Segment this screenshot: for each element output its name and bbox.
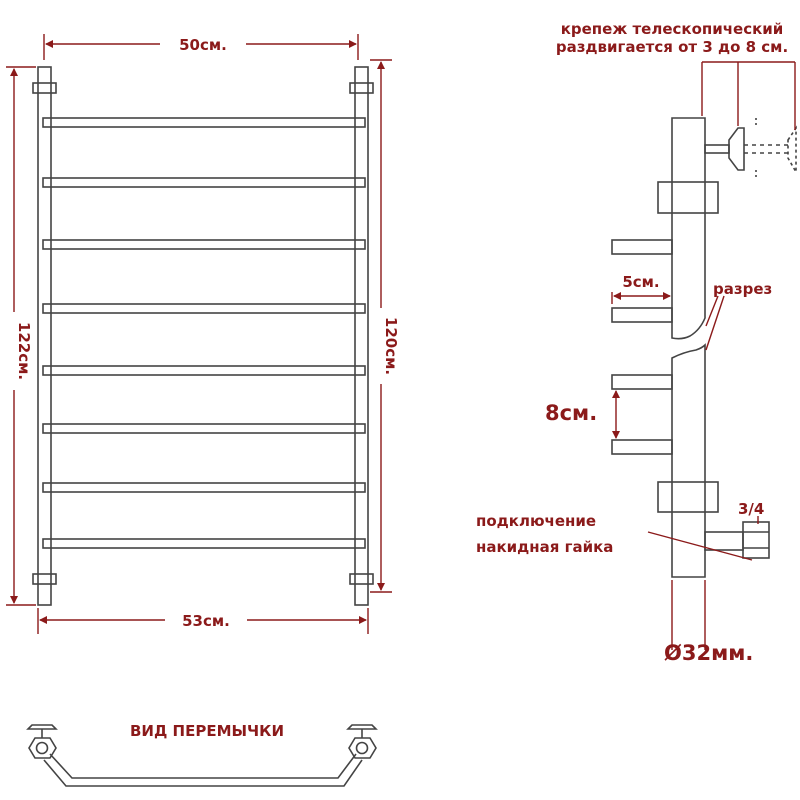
bracket-bottom-left	[32, 573, 57, 585]
rung-stub	[611, 307, 673, 323]
connection-label-line2: накидная гайка	[476, 538, 613, 556]
bridge-view	[26, 724, 378, 787]
rungs	[42, 117, 366, 549]
rung	[42, 303, 366, 314]
telescopic-mount	[704, 118, 797, 180]
rung-stub	[611, 239, 673, 255]
bridge-bar	[49, 753, 357, 779]
collar-bottom	[657, 481, 719, 513]
thread-label: 3/4	[738, 500, 764, 518]
side-riser-upper	[671, 117, 706, 340]
height-right-label: 120см.	[382, 317, 400, 375]
spacing-label: 8см.	[545, 401, 597, 425]
mount-title-line2: раздвигается от 3 до 8 см.	[556, 38, 788, 56]
rung	[42, 423, 366, 434]
rung	[42, 365, 366, 376]
rung	[42, 177, 366, 188]
width-top-label: 50см.	[179, 36, 227, 54]
rung-stub	[611, 439, 673, 455]
rung	[42, 482, 366, 493]
front-view	[32, 66, 374, 606]
offset-label: 5см.	[622, 273, 659, 291]
height-left-label: 122см.	[15, 322, 33, 380]
side-dimensions	[611, 61, 796, 650]
rung	[42, 117, 366, 128]
connection-fitting	[704, 521, 770, 559]
bridge-bar	[43, 759, 363, 787]
rung-stub	[611, 374, 673, 390]
cut-label: разрез	[713, 280, 772, 298]
bridge-fitting-right	[346, 724, 378, 759]
collar-top	[657, 181, 719, 214]
bracket-bottom-right	[349, 573, 374, 585]
rung	[42, 538, 366, 549]
bridge-title: ВИД ПЕРЕМЫЧКИ	[130, 722, 284, 740]
bracket-top-left	[32, 82, 57, 94]
side-view	[611, 117, 797, 578]
rung	[42, 239, 366, 250]
bracket-top-right	[349, 82, 374, 94]
mount-title-line1: крепеж телескопический	[561, 20, 784, 38]
connection-label-line1: подключение	[476, 512, 596, 530]
right-riser	[354, 66, 369, 606]
left-riser	[37, 66, 52, 606]
bridge-fitting-left	[26, 724, 58, 759]
width-bottom-label: 53см.	[182, 612, 230, 630]
diameter-label: Ø32мм.	[664, 641, 753, 665]
front-dimensions	[6, 34, 392, 634]
side-riser-lower	[671, 343, 706, 578]
